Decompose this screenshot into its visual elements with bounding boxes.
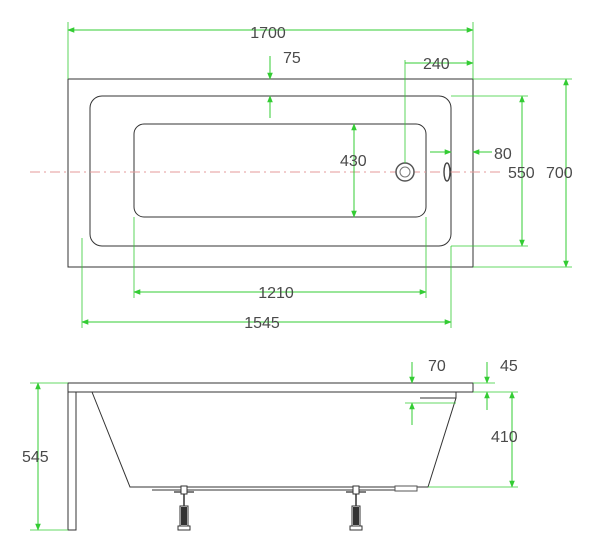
drain-icon [395,162,415,182]
dim-depth: 410 [491,429,518,446]
leg-right [346,485,366,531]
drain-outlet [394,485,418,492]
dim-height: 545 [22,449,49,466]
dim-overall-width: 700 [546,165,573,182]
dim-overflow-offset: 80 [494,146,512,163]
leg-left [174,485,194,531]
tub-bottom-outline [133,123,427,218]
dim-lip: 45 [500,358,518,375]
dim-bottom-length: 1210 [258,285,294,302]
dim-rim-thickness: 70 [428,358,446,375]
tub-rim [67,382,474,393]
overflow-icon [443,162,451,182]
dim-overall-length: 1700 [250,25,286,42]
side-view: 545 70 45 410 [22,358,518,531]
tub-body [91,391,457,488]
dim-inner-width: 550 [508,165,535,182]
top-view: 1700 75 240 430 80 550 700 1210 [30,22,573,332]
front-panel [67,391,77,531]
dim-rim-top: 75 [283,50,301,67]
dim-inner-length: 1545 [244,315,280,332]
dim-bottom-width: 430 [340,153,367,170]
dim-drain-offset: 240 [423,56,450,73]
